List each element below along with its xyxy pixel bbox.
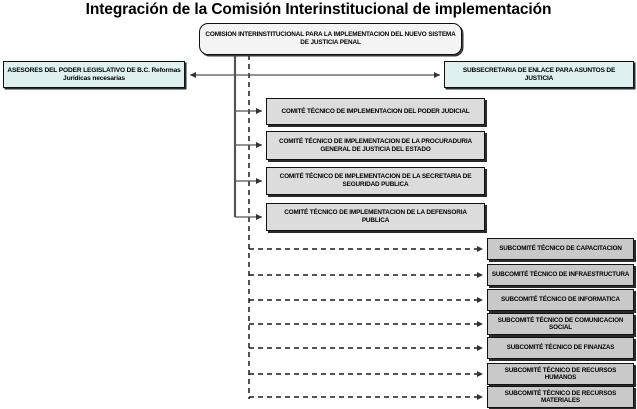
node-label: SUBCOMITÉ TÉCNICO DE INFRAESTRUCTURA (491, 271, 630, 279)
page-title: Integración de la Comisión Interinstituc… (85, 1, 552, 18)
node-label: COMITÉ TÉCNICO DE IMPLEMENTACION DEL POD… (281, 107, 470, 115)
node-label: COMITÉ TÉCNICO DE IMPLEMENTACION DE LA D… (284, 209, 467, 224)
node-label: SUBCOMITÉ TÉCNICO DE COMUNICACION SOCIAL (497, 316, 624, 331)
node-label: SUBCOMITÉ TÉCNICO DE CAPACITACION (499, 245, 622, 253)
node-label: ASESORES DEL PODER LEGISLATIVO DE B.C. R… (7, 66, 181, 82)
node-label: COMITÉ TÉCNICO DE IMPLEMENTACION DE LA P… (279, 137, 472, 153)
node-comision-interinstitucional[interactable]: COMISION INTERINSTITUCIONAL PARA LA IMPL… (199, 23, 462, 55)
node-subcomite-recursos-materiales[interactable]: SUBCOMITÉ TÉCNICO DE RECURSOS MATERIALES (487, 386, 634, 408)
committee-branches (235, 108, 262, 220)
node-label: SUBCOMITÉ TÉCNICO DE RECURSOS MATERIALES (504, 389, 617, 404)
node-subcomite-infraestructura[interactable]: SUBCOMITÉ TÉCNICO DE INFRAESTRUCTURA (487, 264, 634, 286)
node-label: SUBCOMITÉ TÉCNICO DE INFORMATICA (501, 296, 620, 304)
node-subcomite-capacitacion[interactable]: SUBCOMITÉ TÉCNICO DE CAPACITACION (487, 238, 634, 260)
node-label: SUBCOMITÉ TÉCNICO DE RECURSOS HUMANOS (504, 366, 617, 381)
node-label: COMISION INTERINSTITUCIONAL PARA LA IMPL… (205, 31, 456, 46)
node-subcomite-finanzas[interactable]: SUBCOMITÉ TÉCNICO DE FINANZAS (487, 337, 634, 359)
node-comite-poder-judicial[interactable]: COMITÉ TÉCNICO DE IMPLEMENTACION DEL POD… (266, 98, 485, 125)
node-subsecretaria-enlace[interactable]: SUBSECRETARIA DE ENLACE PARA ASUNTOS DE … (444, 61, 634, 88)
node-label: SUBCOMITÉ TÉCNICO DE FINANZAS (506, 344, 615, 352)
node-comite-defensoria-publica[interactable]: COMITÉ TÉCNICO DE IMPLEMENTACION DE LA D… (266, 203, 485, 231)
node-asesores-poder-legislativo[interactable]: ASESORES DEL PODER LEGISLATIVO DE B.C. R… (3, 61, 185, 88)
node-label: SUBSECRETARIA DE ENLACE PARA ASUNTOS DE … (462, 66, 616, 82)
node-subcomite-informatica[interactable]: SUBCOMITÉ TÉCNICO DE INFORMATICA (487, 289, 634, 311)
node-subcomite-comunicacion-social[interactable]: SUBCOMITÉ TÉCNICO DE COMUNICACION SOCIAL (487, 313, 634, 335)
node-comite-seguridad-publica[interactable]: COMITÉ TÉCNICO DE IMPLEMENTACION DE LA S… (266, 167, 485, 195)
node-subcomite-recursos-humanos[interactable]: SUBCOMITÉ TÉCNICO DE RECURSOS HUMANOS (487, 363, 634, 385)
node-comite-procuraduria[interactable]: COMITÉ TÉCNICO DE IMPLEMENTACION DE LA P… (266, 131, 485, 160)
subcommittee-branches (249, 246, 483, 400)
node-label: COMITÉ TÉCNICO DE IMPLEMENTACION DE LA S… (279, 173, 472, 188)
